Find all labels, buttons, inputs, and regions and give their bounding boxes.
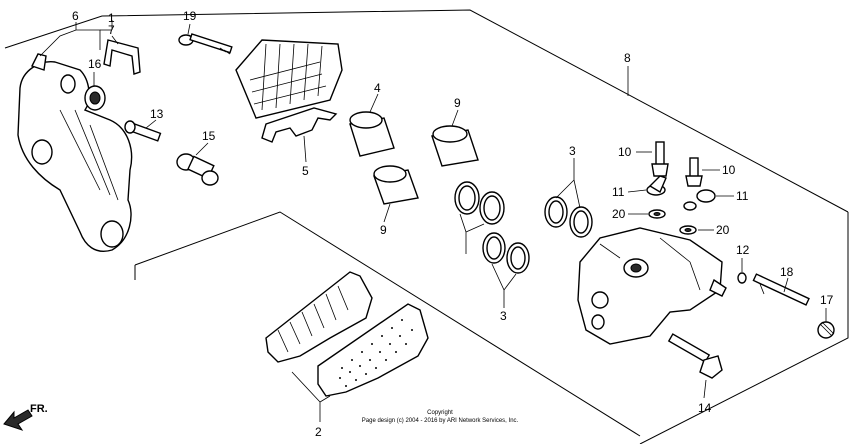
- pad-dot-pattern: [339, 319, 413, 387]
- callout-11-left: 11: [612, 185, 625, 199]
- callout-10-right: 10: [722, 163, 736, 177]
- brake-pad-front: [317, 303, 429, 397]
- callout-14: 14: [698, 401, 712, 415]
- callout-9-lower: 9: [380, 223, 387, 237]
- callout-2: 2: [315, 425, 322, 439]
- callout-15: 15: [202, 129, 216, 143]
- bleeder-valve-left: [651, 141, 669, 177]
- callout-4: 4: [374, 81, 381, 95]
- collar-bolt: [176, 153, 219, 186]
- pin-boot-17: [817, 321, 835, 339]
- callout-7: 7: [108, 23, 115, 37]
- washer-left: [648, 209, 666, 219]
- callout-10-left: 10: [618, 145, 632, 159]
- pad-spring-clip: [103, 39, 141, 75]
- callout-3-lower: 3: [500, 309, 507, 323]
- callout-11-right: 11: [736, 189, 749, 203]
- callout-20-left: 20: [612, 207, 626, 221]
- copyright-line-1: Copyright: [427, 410, 453, 416]
- seal-rings-3-lower: [482, 232, 530, 274]
- callout-8: 8: [624, 51, 631, 65]
- caliper-body-main: [577, 227, 727, 345]
- slide-pin-18: [752, 273, 810, 306]
- callout-1: 1: [108, 11, 115, 25]
- callout-12: 12: [736, 243, 750, 257]
- brake-pad-rear: [265, 271, 373, 363]
- pad-pin-bolt: [178, 33, 233, 55]
- callout-17: 17: [820, 293, 834, 307]
- seal-rings-1: [454, 181, 505, 225]
- pad-retainer: [261, 107, 338, 143]
- bleeder-cap-right: [683, 189, 716, 211]
- front-arrow-icon: [3, 409, 33, 431]
- piston-9-upper: [431, 125, 479, 167]
- caliper-body-upper: [235, 39, 343, 119]
- front-arrow-label: FR.: [30, 403, 48, 415]
- callout-9-upper: 9: [454, 96, 461, 110]
- copyright-line-2: Page design (c) 2004 - 2016 by ARI Netwo…: [362, 418, 519, 424]
- front-direction-indicator: FR.: [3, 403, 48, 431]
- bracket-pin-bolt: [124, 120, 162, 142]
- callout-19: 19: [183, 9, 197, 23]
- caliper-bolt-14: [667, 333, 723, 379]
- callout-3-upper: 3: [569, 144, 576, 158]
- bleeder-cap-left: [646, 175, 667, 196]
- piston-9-lower: [373, 165, 419, 205]
- piston-4: [349, 111, 395, 157]
- copyright-notice: Copyright Page design (c) 2004 - 2016 by…: [362, 410, 519, 424]
- o-ring-12: [737, 272, 747, 284]
- callout-18: 18: [780, 265, 794, 279]
- pin-boot: [84, 85, 106, 111]
- callout-6: 6: [72, 9, 79, 23]
- assembly-frame-lines: [4, 9, 849, 444]
- callout-13: 13: [150, 107, 164, 121]
- callout-5: 5: [302, 164, 309, 178]
- bleeder-valve-right: [685, 157, 703, 187]
- callout-16: 16: [88, 57, 102, 71]
- caliper-bracket: [17, 53, 133, 252]
- callout-labels: 1 2 3 3 4 5 6 7 8 9 9 10 10 11 11 12 13 …: [72, 9, 834, 439]
- leader-lines: [39, 20, 827, 422]
- callout-20-right: 20: [716, 223, 730, 237]
- washer-right: [679, 225, 697, 235]
- seal-rings-3-upper: [544, 196, 593, 238]
